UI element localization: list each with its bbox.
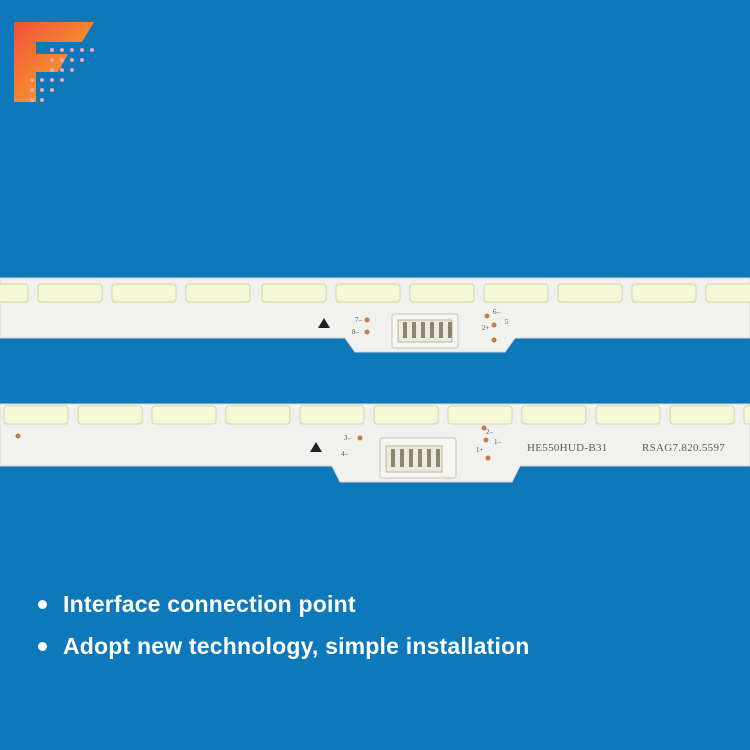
bullet-dot-icon (38, 641, 47, 651)
feature-text: Interface connection point (63, 590, 356, 617)
feature-text: Adopt new technology, simple installatio… (63, 632, 530, 659)
svg-text:8–: 8– (352, 328, 360, 336)
feature-item: Adopt new technology, simple installatio… (38, 627, 530, 665)
bullet-dot-icon (38, 599, 47, 609)
svg-text:5: 5 (505, 318, 509, 326)
led-strip-bottom: 3– 4– 2–1– 1+ HE550HUD-B31 RSAG7.820.5597 (0, 398, 750, 494)
brand-logo-f-icon (14, 22, 94, 102)
serial-number: RSAG7.820.5597 (642, 442, 726, 454)
svg-text:2–: 2– (486, 428, 494, 436)
svg-text:4–: 4– (341, 450, 349, 458)
svg-text:2+: 2+ (482, 324, 490, 332)
led-strip-top: 7– 8– 6– 5 2+ (0, 272, 750, 362)
svg-text:6–: 6– (493, 308, 501, 316)
svg-text:7–: 7– (355, 316, 363, 324)
svg-text:1–: 1– (494, 438, 502, 446)
feature-item: Interface connection point (38, 585, 530, 623)
svg-text:1+: 1+ (476, 446, 484, 454)
feature-list: Interface connection point Adopt new tec… (38, 585, 530, 669)
svg-text:3–: 3– (344, 434, 352, 442)
part-number: HE550HUD-B31 (527, 442, 608, 454)
logo-dots-icon (30, 48, 94, 102)
